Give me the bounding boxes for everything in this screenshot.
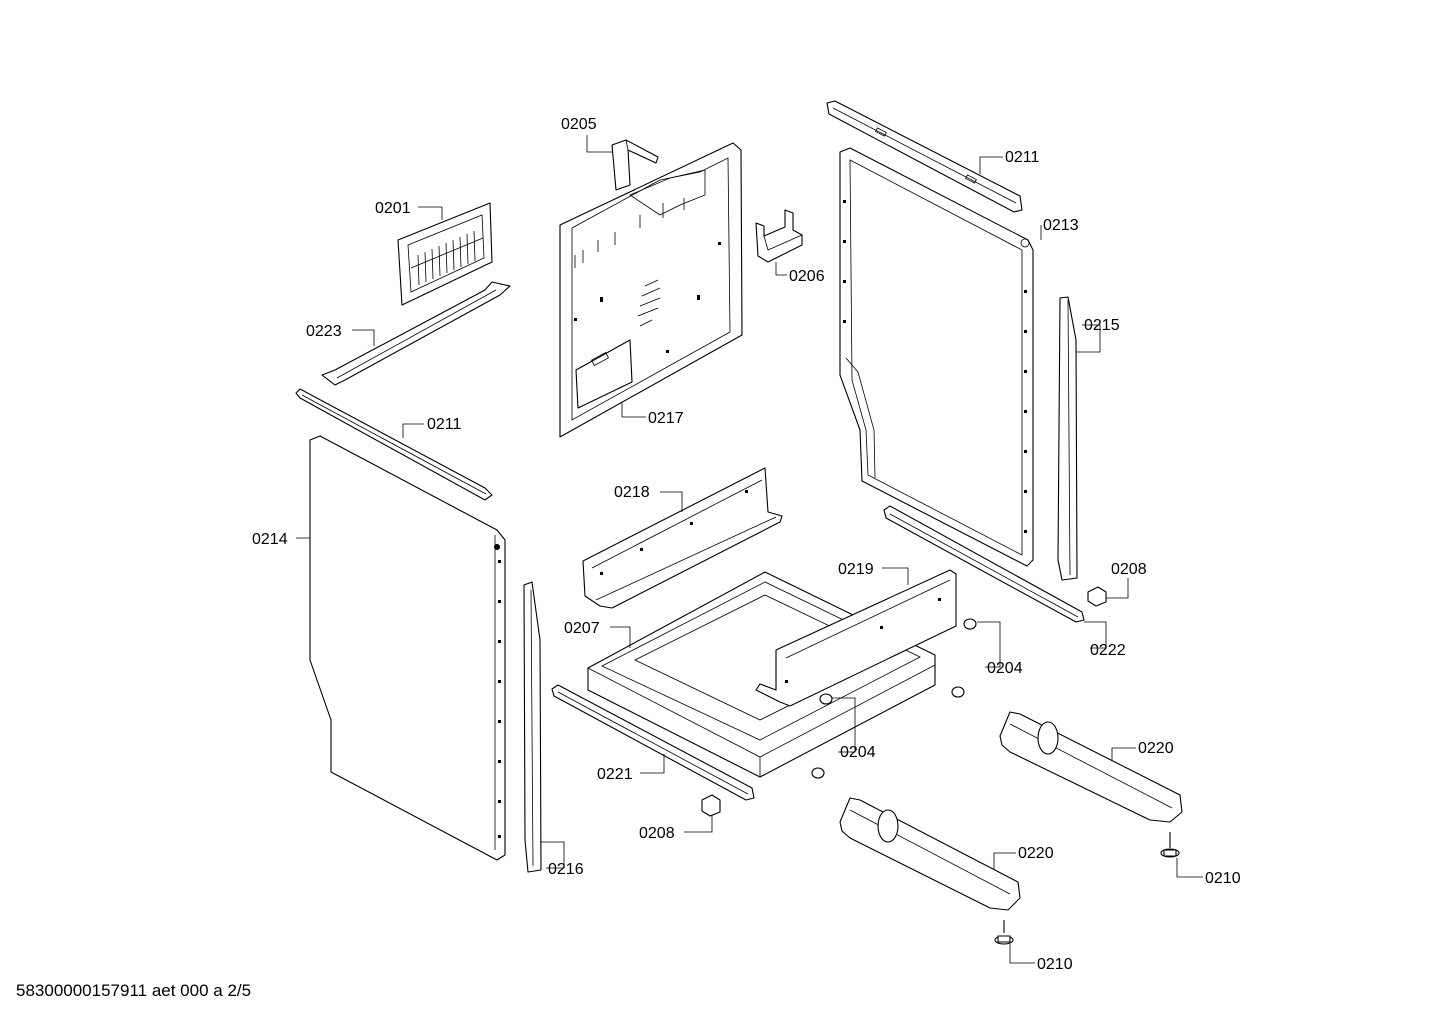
part-0219-front-member <box>755 569 957 707</box>
label-0215: 0215 <box>1084 317 1120 334</box>
label-0218: 0218 <box>614 484 650 501</box>
label-0210-bottom: 0210 <box>1037 956 1073 973</box>
part-0223-cross-strut <box>321 281 511 386</box>
part-0214-side-panel-left <box>309 435 506 861</box>
label-0222: 0222 <box>1090 642 1126 659</box>
part-0217-back-panel <box>559 142 743 438</box>
label-0220-right: 0220 <box>1138 740 1174 757</box>
label-0223: 0223 <box>306 323 342 340</box>
label-0206: 0206 <box>789 268 825 285</box>
label-0221: 0221 <box>597 766 633 783</box>
label-0214: 0214 <box>252 531 288 548</box>
label-0201: 0201 <box>375 200 411 217</box>
label-0208-left: 0208 <box>639 825 675 842</box>
label-0220-bottom: 0220 <box>1018 845 1054 862</box>
label-0213: 0213 <box>1043 217 1079 234</box>
callout-labels: 0201 0205 0223 0217 0206 0211 0213 0215 … <box>252 116 1241 973</box>
part-0208-clip <box>701 794 721 817</box>
part-0205-bracket <box>611 139 659 191</box>
part-0204-grommet <box>811 618 977 779</box>
label-0216: 0216 <box>548 861 584 878</box>
label-0204-center: 0204 <box>840 744 876 761</box>
part-0215-side-trim <box>1057 296 1078 581</box>
part-0206-clip <box>755 209 803 263</box>
label-0211-left: 0211 <box>427 416 462 433</box>
part-0221-rail <box>551 684 755 801</box>
part-0211-top-rail-left <box>295 388 493 501</box>
part-0220-wheel-bracket <box>839 797 1021 911</box>
label-0210-right: 0210 <box>1205 870 1241 887</box>
part-0210-foot <box>1160 832 1180 858</box>
label-0208-right: 0208 <box>1111 561 1147 578</box>
part-0222-rail <box>883 505 1085 623</box>
label-0219: 0219 <box>838 561 874 578</box>
part-0220-wheel-bracket <box>999 711 1183 823</box>
part-0213-side-panel-right <box>839 147 1034 567</box>
label-0205: 0205 <box>561 116 597 133</box>
label-0211-top: 0211 <box>1005 149 1040 166</box>
part-0216-side-trim <box>523 581 542 873</box>
part-0218-rear-member <box>582 467 783 609</box>
label-0217: 0217 <box>648 410 684 427</box>
part-0211-top-rail-right <box>826 100 1023 213</box>
part-0201-vent-grille <box>397 202 493 306</box>
label-0204-right: 0204 <box>987 660 1023 677</box>
label-0207: 0207 <box>564 620 600 637</box>
part-0208-clip <box>1087 586 1107 607</box>
leader-lines <box>296 135 1203 964</box>
document-id-footer: 58300000157911 aet 000 a 2/5 <box>16 981 252 1000</box>
part-0210-foot <box>994 920 1014 945</box>
